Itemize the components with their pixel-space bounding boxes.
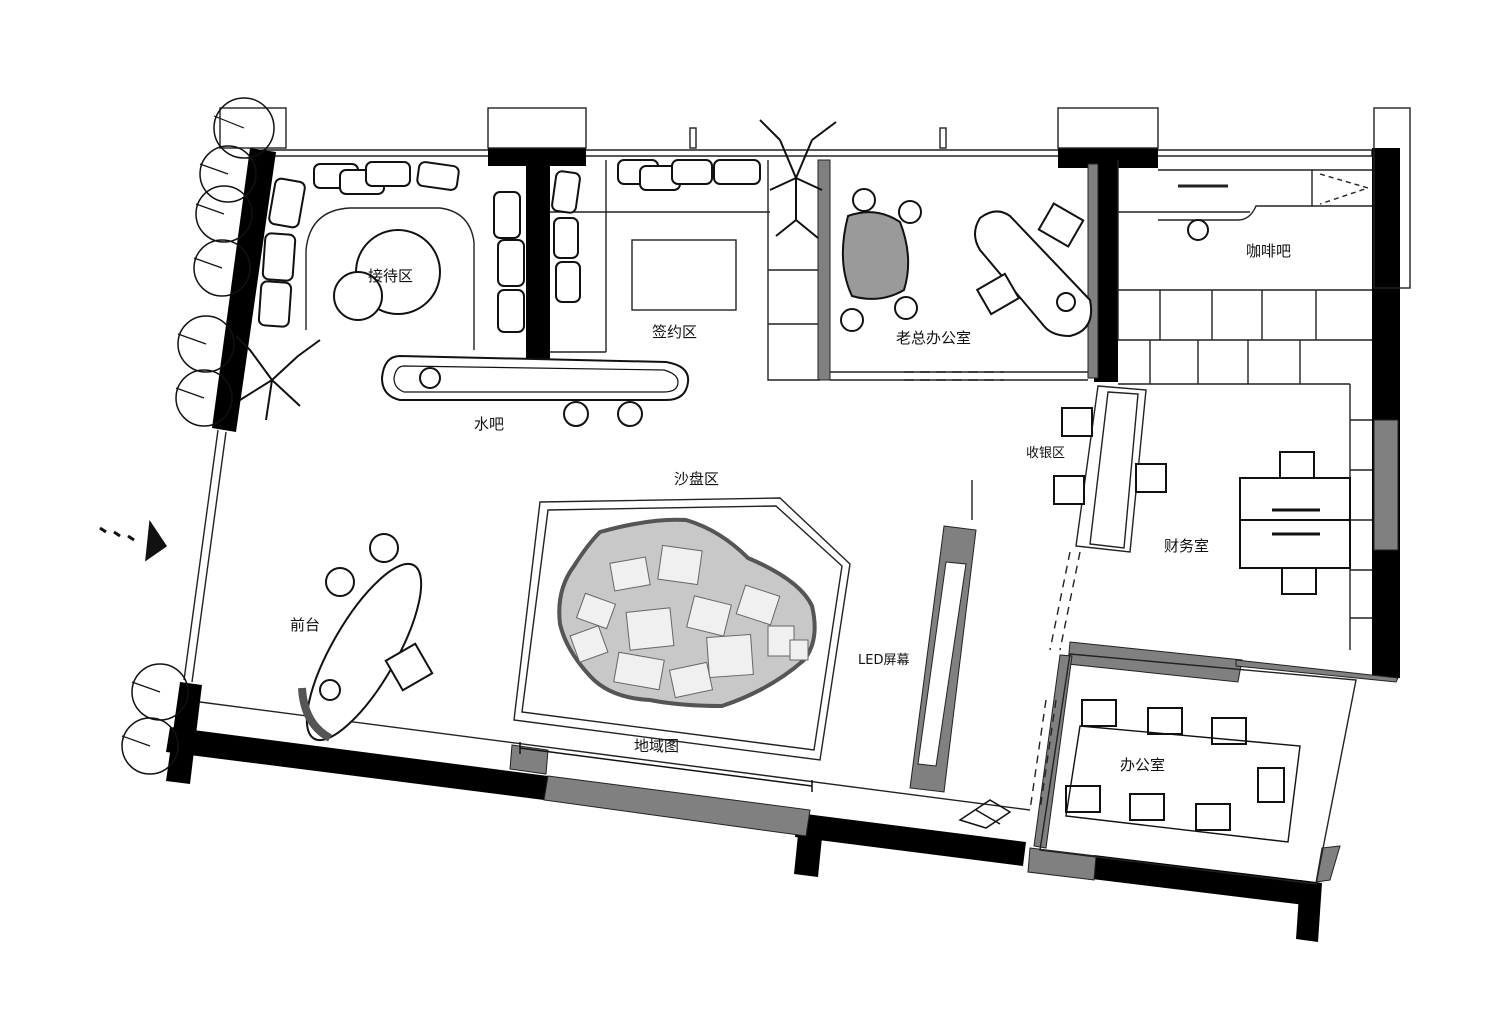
- room-labels: 接待区 签约区 老总办公室 咖啡吧 水吧 收银区 沙盘区 财务室 前台 LED屏…: [290, 242, 1291, 774]
- label-sand-table: 沙盘区: [674, 470, 719, 488]
- label-regional-map: 地域图: [634, 737, 679, 755]
- furniture: [257, 159, 1351, 843]
- label-signing: 签约区: [652, 323, 697, 341]
- label-front-desk: 前台: [290, 616, 320, 634]
- label-coffee-bar: 咖啡吧: [1246, 242, 1291, 260]
- label-finance: 财务室: [1164, 537, 1209, 555]
- label-water-bar: 水吧: [474, 415, 504, 433]
- region-map-line: [519, 742, 813, 792]
- trees: [99, 97, 1012, 829]
- label-boss-office: 老总办公室: [896, 329, 971, 347]
- sand-table-model: [557, 517, 817, 709]
- label-led-screen: LED屏幕: [858, 653, 909, 668]
- interior-lines: [183, 107, 1411, 885]
- label-office: 办公室: [1120, 756, 1165, 774]
- label-cashier: 收银区: [1026, 446, 1065, 461]
- label-reception: 接待区: [368, 267, 413, 285]
